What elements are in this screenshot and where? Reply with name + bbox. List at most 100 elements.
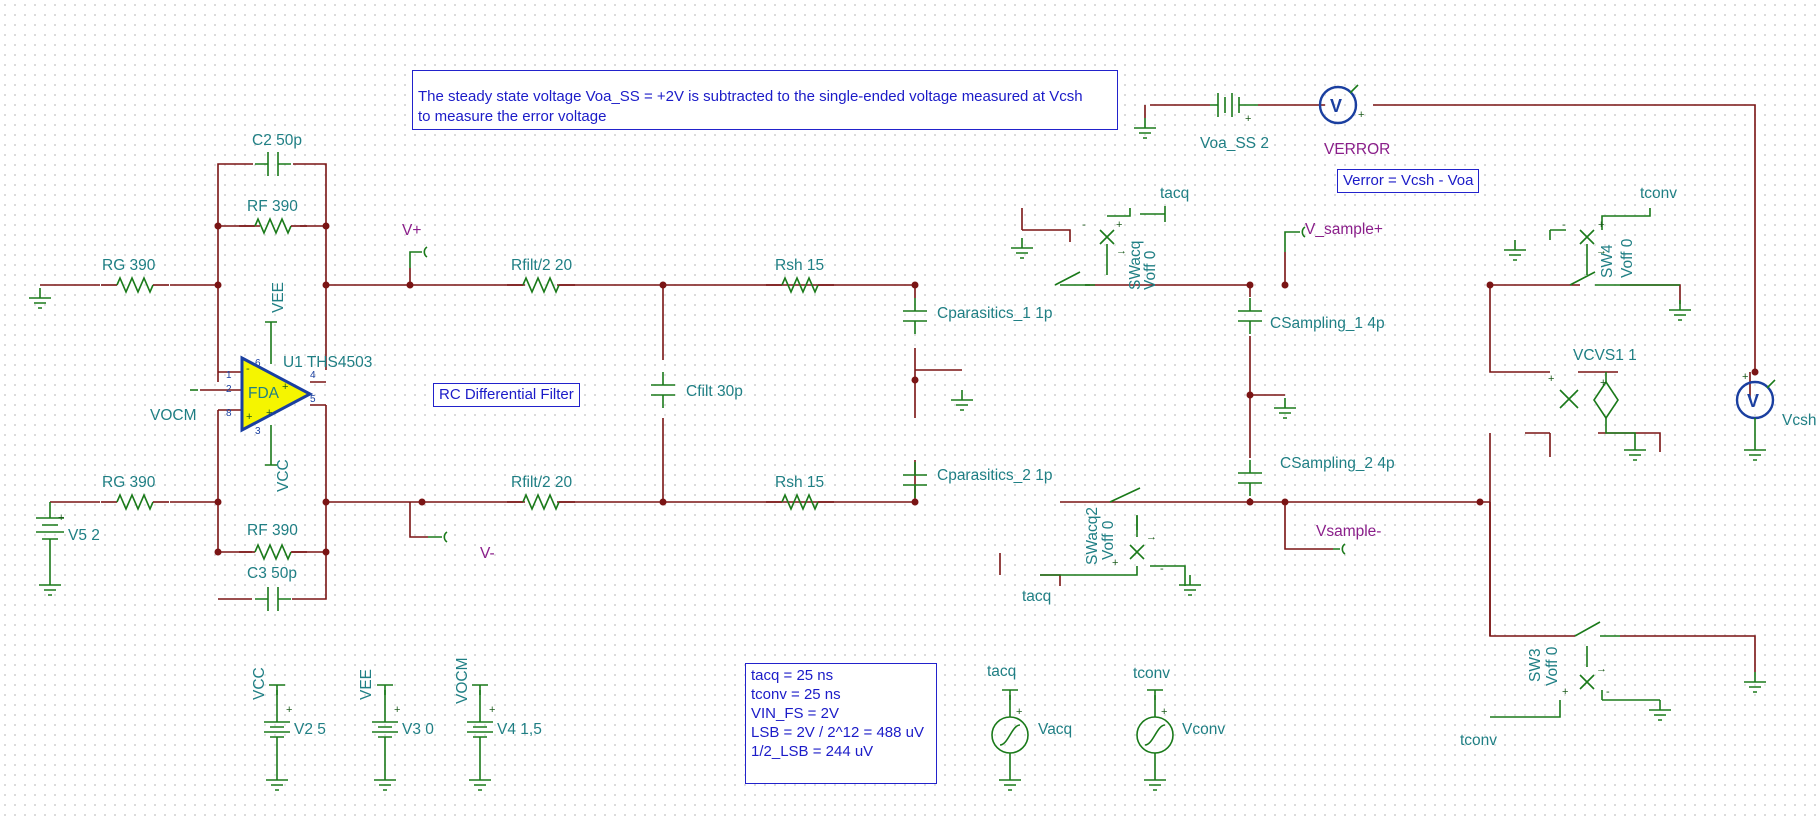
net-label-vminus: V- (480, 545, 495, 562)
junctions (214, 222, 1759, 556)
svg-text:V: V (1747, 391, 1759, 411)
svg-text:8: 8 (226, 408, 232, 419)
param-lsb: LSB = 2V / 2^12 = 488 uV (751, 724, 924, 741)
label-rsh-top: Rsh 15 (775, 257, 824, 274)
param-half-lsb: 1/2_LSB = 244 uV (751, 743, 874, 760)
svg-text:+: + (489, 704, 495, 716)
svg-text:3: 3 (255, 426, 261, 437)
label-c3: C3 50p (247, 565, 297, 582)
net-foot-icon (1146, 689, 1164, 701)
opamp-fda-label: FDA (248, 385, 280, 402)
svg-text:→: → (1596, 245, 1607, 257)
resistor-rsh-bottom (765, 494, 835, 510)
net-label-tconv-source: tconv (1133, 665, 1170, 682)
error-note-line2: to measure the error voltage (418, 108, 607, 125)
switch-sw4: → - + (1549, 208, 1680, 286)
label-csampling-1: CSampling_1 4p (1270, 315, 1385, 332)
ground-icon (1668, 299, 1692, 321)
label-cparasitics-2: Cparasitics_2 1p (937, 467, 1052, 484)
label-vconv: Vconv (1182, 721, 1225, 738)
verror-equation-note: Verror = Vcsh - Voa (1337, 169, 1480, 193)
label-vcvs: VCVS1 1 (1573, 347, 1637, 364)
label-vee-pin: VEE (270, 282, 287, 313)
label-sw3-voff: Voff 0 (1544, 646, 1561, 686)
svg-text:+: + (1600, 377, 1606, 389)
error-voltage-note: The steady state voltage Voa_SS = +2V is… (412, 70, 1118, 130)
ground-icon (38, 574, 62, 596)
net-terminals (190, 226, 1346, 555)
opamp-ths4503: FDA + + - + 1 2 8 4 5 6 3 (200, 321, 326, 466)
ground-icon (1623, 439, 1647, 461)
svg-text:-: - (1160, 563, 1164, 575)
net-label-vplus: V+ (402, 222, 421, 239)
param-tacq: tacq = 25 ns (751, 667, 834, 684)
svg-text:+: + (394, 704, 400, 716)
net-label-tconv-top: tconv (1640, 185, 1677, 202)
svg-text:+: + (1548, 373, 1554, 385)
resistor-rg-top (100, 277, 170, 293)
ground-icon (1010, 237, 1034, 259)
capacitor-cparasitics-1 (902, 297, 928, 335)
ground-icon (1133, 117, 1157, 139)
svg-text:-: - (1606, 686, 1610, 698)
battery-v3: + (371, 684, 400, 770)
svg-text:+: + (58, 512, 64, 524)
net-foot-icon (1001, 689, 1019, 701)
label-v3: V3 0 (402, 721, 434, 738)
voltmeter-verror: V + (1318, 84, 1364, 125)
ground-icon (1503, 239, 1527, 261)
label-rf-top: RF 390 (247, 198, 298, 215)
label-swacq: SWacq (1127, 241, 1144, 290)
label-vcc-net-v2: VCC (251, 667, 268, 700)
ground-icon (1743, 671, 1767, 693)
svg-text:2: 2 (226, 384, 232, 395)
svg-text:+: + (1116, 219, 1122, 231)
param-tconv: tconv = 25 ns (751, 686, 841, 703)
rotated-labels: VEE VCC SWacq Voff 0 SWacq2 Voff 0 SW4 V… (251, 238, 1636, 704)
ground-icon (998, 769, 1022, 791)
label-cfilt: Cfilt 30p (686, 383, 743, 400)
label-c2: C2 50p (252, 132, 302, 149)
svg-text:V: V (1330, 96, 1342, 116)
rc-filter-note: RC Differential Filter (433, 383, 580, 407)
net-label-tacq-bottom: tacq (1022, 588, 1051, 605)
svg-text:+: + (266, 407, 272, 419)
label-rf-bottom: RF 390 (247, 522, 298, 539)
svg-text:+: + (1161, 706, 1167, 718)
resistor-rsh-top (765, 277, 835, 293)
label-swacq2: SWacq2 (1084, 507, 1101, 565)
vcvs-source: + + (1548, 372, 1636, 440)
label-rg-top: RG 390 (102, 257, 156, 274)
label-v4: V4 1,5 (497, 721, 542, 738)
ground-icon (373, 769, 397, 791)
resistor-rfilt-top (506, 277, 576, 293)
label-vocm-pin: VOCM (150, 407, 197, 424)
net-label-tconv-bottom: tconv (1460, 732, 1497, 749)
ground-icon (1743, 439, 1767, 461)
resistor-rf-top (238, 218, 308, 234)
net-foot-icon (268, 684, 286, 696)
label-u1: U1 THS4503 (283, 354, 372, 371)
svg-text:+: + (246, 411, 252, 423)
error-note-line1: The steady state voltage Voa_SS = +2V is… (418, 88, 1083, 105)
switch-sw3: → - + (1490, 621, 1660, 718)
battery-v5: + (36, 502, 64, 575)
svg-text:+: + (1742, 371, 1748, 383)
ground-icon (28, 287, 52, 309)
svg-text:1: 1 (226, 370, 232, 381)
resistor-rg-bottom (100, 494, 170, 510)
resistor-rfilt-bottom (506, 494, 576, 510)
ground-icon (1273, 397, 1297, 419)
label-sw3: SW3 (1527, 648, 1544, 682)
label-vcc-pin: VCC (275, 459, 292, 492)
ground-icon (1143, 769, 1167, 791)
battery-voa-ss: + (1210, 93, 1258, 125)
net-foot-icon (471, 684, 489, 696)
parameters-note: tacq = 25 ns tconv = 25 ns VIN_FS = 2V L… (745, 663, 937, 784)
pulse-source-vacq: + (991, 689, 1029, 770)
label-sw4-voff: Voff 0 (1619, 238, 1636, 278)
capacitor-c2 (254, 151, 292, 177)
capacitor-csampling-2 (1237, 459, 1263, 497)
